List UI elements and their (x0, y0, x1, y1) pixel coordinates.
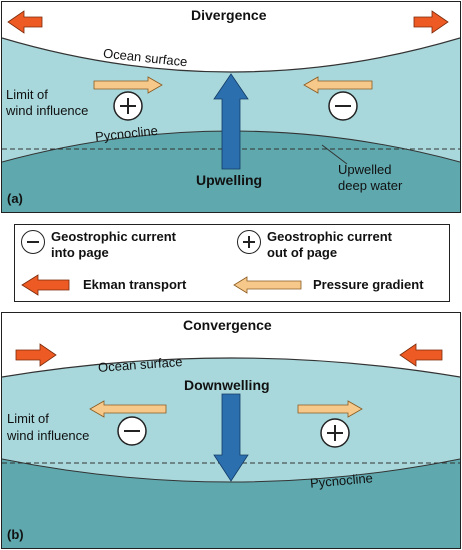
divergence-diagram (2, 10, 460, 212)
ekman-arrow-left (15, 343, 57, 367)
pressure-arrow-left (89, 400, 167, 418)
ocean-surface-line (2, 357, 460, 378)
upwelled-label-line1: Upwelled (338, 162, 392, 177)
panel-convergence: Convergence Ocean surface Downwelling Li… (1, 312, 461, 549)
upwelling-arrow (213, 73, 249, 170)
legend-pressure-arrow-icon (233, 276, 302, 294)
downwelling-arrow (213, 393, 249, 482)
legend-out-of-page-line2: out of page (267, 245, 338, 260)
pressure-arrow-right (303, 76, 373, 94)
legend-ekman-arrow-icon (21, 274, 70, 296)
panel-b-label: (b) (7, 527, 24, 542)
panel-a-label: (a) (7, 191, 23, 206)
legend-pressure-label: Pressure gradient (313, 277, 424, 292)
divergence-title: Divergence (191, 7, 267, 23)
pressure-arrow-right (297, 400, 363, 418)
ekman-arrow-right (413, 10, 449, 34)
legend-into-page-line1: Geostrophic current (51, 229, 176, 244)
upwelling-label: Upwelling (196, 172, 263, 188)
ekman-arrow-right (399, 343, 443, 367)
legend-into-page-line2: into page (51, 245, 109, 260)
upwelled-leader-line (321, 144, 348, 165)
pressure-arrow-left (93, 76, 163, 94)
legend-out-of-page-line1: Geostrophic current (267, 229, 392, 244)
convergence-diagram (2, 343, 460, 548)
deep-water-region (2, 131, 460, 212)
wind-limit-label-line2: wind influence (6, 103, 89, 118)
wind-limit-label-line1: Limit of (7, 411, 49, 426)
deep-water-region (2, 459, 460, 548)
legend-into-page-icon (21, 230, 45, 254)
convergence-title: Convergence (183, 317, 272, 333)
legend-ekman-label: Ekman transport (83, 277, 187, 292)
ocean-surface-line (2, 37, 460, 73)
wind-limit-label-line2: wind influence (7, 428, 90, 443)
legend: Geostrophic current into page Geostrophi… (14, 224, 450, 302)
panel-divergence: Divergence Ocean surface Limit of wind i… (1, 1, 461, 213)
downwelling-label: Downwelling (184, 377, 270, 393)
upwelled-label-line2: deep water (338, 178, 403, 193)
pycnocline-line (2, 458, 460, 483)
ekman-arrow-left (7, 10, 43, 34)
wind-limit-label-line1: Limit of (6, 87, 48, 102)
legend-out-of-page-icon (237, 230, 261, 254)
